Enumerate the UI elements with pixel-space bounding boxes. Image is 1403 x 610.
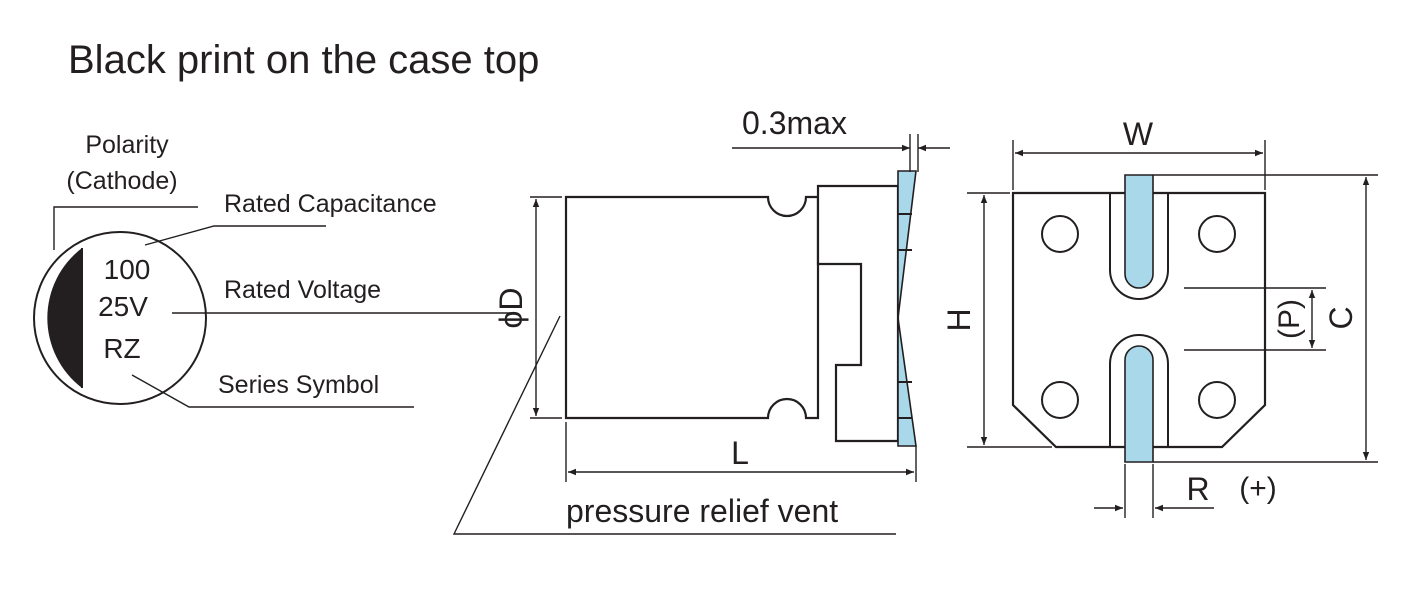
dim-width: W (1123, 116, 1154, 152)
polarity-label-line1: Polarity (85, 131, 169, 159)
mounting-hole (1041, 381, 1079, 419)
dim-0-3max: 0.3max (742, 105, 847, 141)
terminal-side (897, 170, 917, 447)
vent-label: pressure relief vent (566, 493, 838, 529)
case-top-marking: 100 25V RZ Polarity (Cathode) Rated Capa… (33, 131, 514, 408)
side-view: 0.3max ϕD L pressure relief vent (452, 105, 950, 535)
capacitor-body (564, 195, 820, 420)
terminal-cathode (1124, 174, 1154, 289)
mounting-hole (1198, 215, 1236, 253)
polarity-plus: (+) (1239, 472, 1277, 505)
rated-capacitance-label: Rated Capacitance (224, 190, 437, 218)
terminal-anode (1124, 345, 1154, 463)
base-plate (816, 184, 900, 443)
case-top-circle (33, 231, 207, 405)
dim-r: R (1186, 471, 1209, 507)
dim-height: H (941, 308, 977, 331)
series-symbol-label: Series Symbol (218, 371, 379, 399)
bottom-view: W H C (P) R (+) (941, 116, 1378, 518)
print-voltage: 25V (98, 291, 148, 322)
dim-length: L (731, 435, 749, 471)
dim-diameter: ϕD (493, 287, 529, 328)
base-outline (1011, 191, 1267, 449)
dim-pitch: (P) (1273, 299, 1306, 339)
rated-voltage-label: Rated Voltage (224, 276, 381, 304)
polarity-label-line2: (Cathode) (66, 167, 177, 195)
print-series: RZ (103, 333, 140, 364)
dim-c: C (1323, 306, 1359, 329)
page-title: Black print on the case top (68, 38, 539, 82)
mounting-hole (1041, 215, 1079, 253)
mounting-hole (1198, 381, 1236, 419)
print-capacitance: 100 (104, 254, 151, 285)
cathode-band (47, 248, 82, 388)
